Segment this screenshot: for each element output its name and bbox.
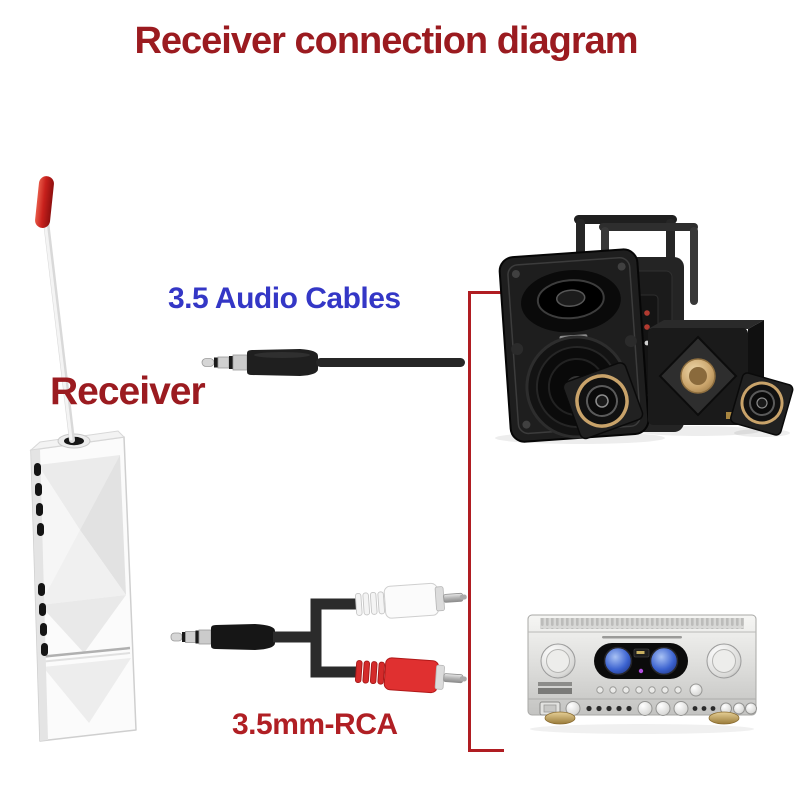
amplifier-feet: [544, 711, 740, 725]
receiver-side-buttons: [34, 463, 48, 656]
aux-cable-image: [201, 349, 465, 376]
amplifier-image: [527, 614, 757, 734]
amplifier-button-row: [596, 683, 703, 697]
rca-cable-image: [170, 582, 467, 694]
vu-meter-right: [649, 646, 679, 676]
rca-plug-white: [354, 582, 467, 619]
amplifier-volume-knob-left: [540, 643, 576, 679]
aux-cable-label: 3.5 Audio Cables: [168, 282, 401, 315]
receiver-body: [29, 430, 137, 742]
rca-aux-plug-3-5mm: [170, 624, 275, 650]
vu-meter-left: [603, 646, 633, 676]
amplifier-volume-knob-right: [706, 643, 742, 679]
rca-plug-red: [354, 657, 467, 694]
aux-plug-3-5mm: [201, 349, 318, 376]
receiver-device-image: [29, 176, 137, 742]
amplifier-vents: [540, 618, 744, 629]
amplifier-display-panel: [594, 643, 688, 679]
satellite-speaker-right: [729, 372, 794, 436]
receiver-antenna: [35, 176, 75, 443]
page-title: Receiver connection diagram: [134, 20, 638, 62]
receiver-label: Receiver: [50, 370, 206, 413]
speaker-horn-tweeter: [521, 270, 621, 333]
connection-bracket: [468, 291, 504, 752]
amplifier-bottom-controls: [539, 701, 757, 716]
subwoofer: [648, 320, 764, 425]
antenna-red-tip: [35, 176, 54, 228]
rca-cable-label: 3.5mm-RCA: [232, 708, 398, 741]
speaker-system-image: [495, 215, 794, 444]
satellite-speaker-left: [562, 362, 644, 440]
rca-cable-wires: [273, 598, 361, 678]
aux-cable-wire: [316, 358, 465, 367]
